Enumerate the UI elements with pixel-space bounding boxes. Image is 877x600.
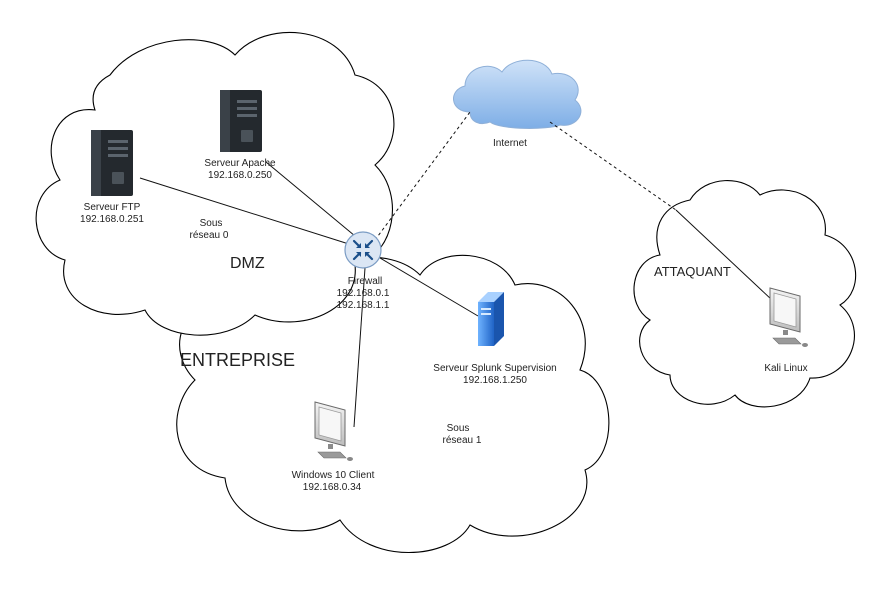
link-apache-firewall — [265, 161, 356, 237]
internet-label: Internet — [493, 138, 527, 149]
kali-pc-icon[interactable] — [769, 287, 808, 347]
link-internet-kali — [549, 121, 677, 211]
splunk-server-icon[interactable] — [478, 292, 504, 346]
link-firewall-splunk — [379, 257, 479, 317]
firewall-ip-2: 192.168.1.1 — [337, 300, 390, 311]
splunk-server-name: Serveur Splunk Supervision — [433, 363, 556, 374]
firewall-name: Firewall — [348, 276, 382, 287]
ftp-server-icon[interactable] — [91, 130, 133, 196]
attaquant-zone-label: ATTAQUANT — [654, 264, 731, 279]
windows-client-pc-icon[interactable] — [314, 401, 353, 461]
internet-cloud — [453, 59, 582, 129]
link-firewall-windows — [353, 267, 366, 428]
link-ftp-firewall — [139, 177, 353, 246]
windows-client-name: Windows 10 Client — [292, 470, 375, 481]
firewall-router-icon[interactable] — [344, 231, 382, 269]
subnet0-label-line2: réseau 0 — [190, 230, 229, 241]
attaquant-zone-cloud — [633, 180, 857, 408]
ftp-server-ip: 192.168.0.251 — [80, 214, 144, 225]
subnet0-label-line1: Sous — [200, 218, 223, 229]
link-firewall-internet — [374, 111, 471, 241]
firewall-ip-1: 192.168.0.1 — [337, 288, 390, 299]
dmz-zone-label: DMZ — [230, 255, 265, 272]
apache-server-icon[interactable] — [220, 90, 262, 152]
splunk-server-ip: 192.168.1.250 — [463, 375, 527, 386]
subnet1-label-line2: réseau 1 — [443, 435, 482, 446]
subnet1-label-line1: Sous — [447, 423, 470, 434]
entreprise-zone-label: ENTREPRISE — [180, 350, 295, 370]
kali-name: Kali Linux — [764, 363, 807, 374]
apache-server-name: Serveur Apache — [204, 158, 276, 169]
windows-client-ip: 192.168.0.34 — [303, 482, 362, 493]
link-cloud-kali — [675, 209, 773, 301]
dmz-zone-cloud — [35, 31, 395, 336]
apache-server-ip: 192.168.0.250 — [208, 170, 272, 181]
ftp-server-name: Serveur FTP — [84, 202, 141, 213]
